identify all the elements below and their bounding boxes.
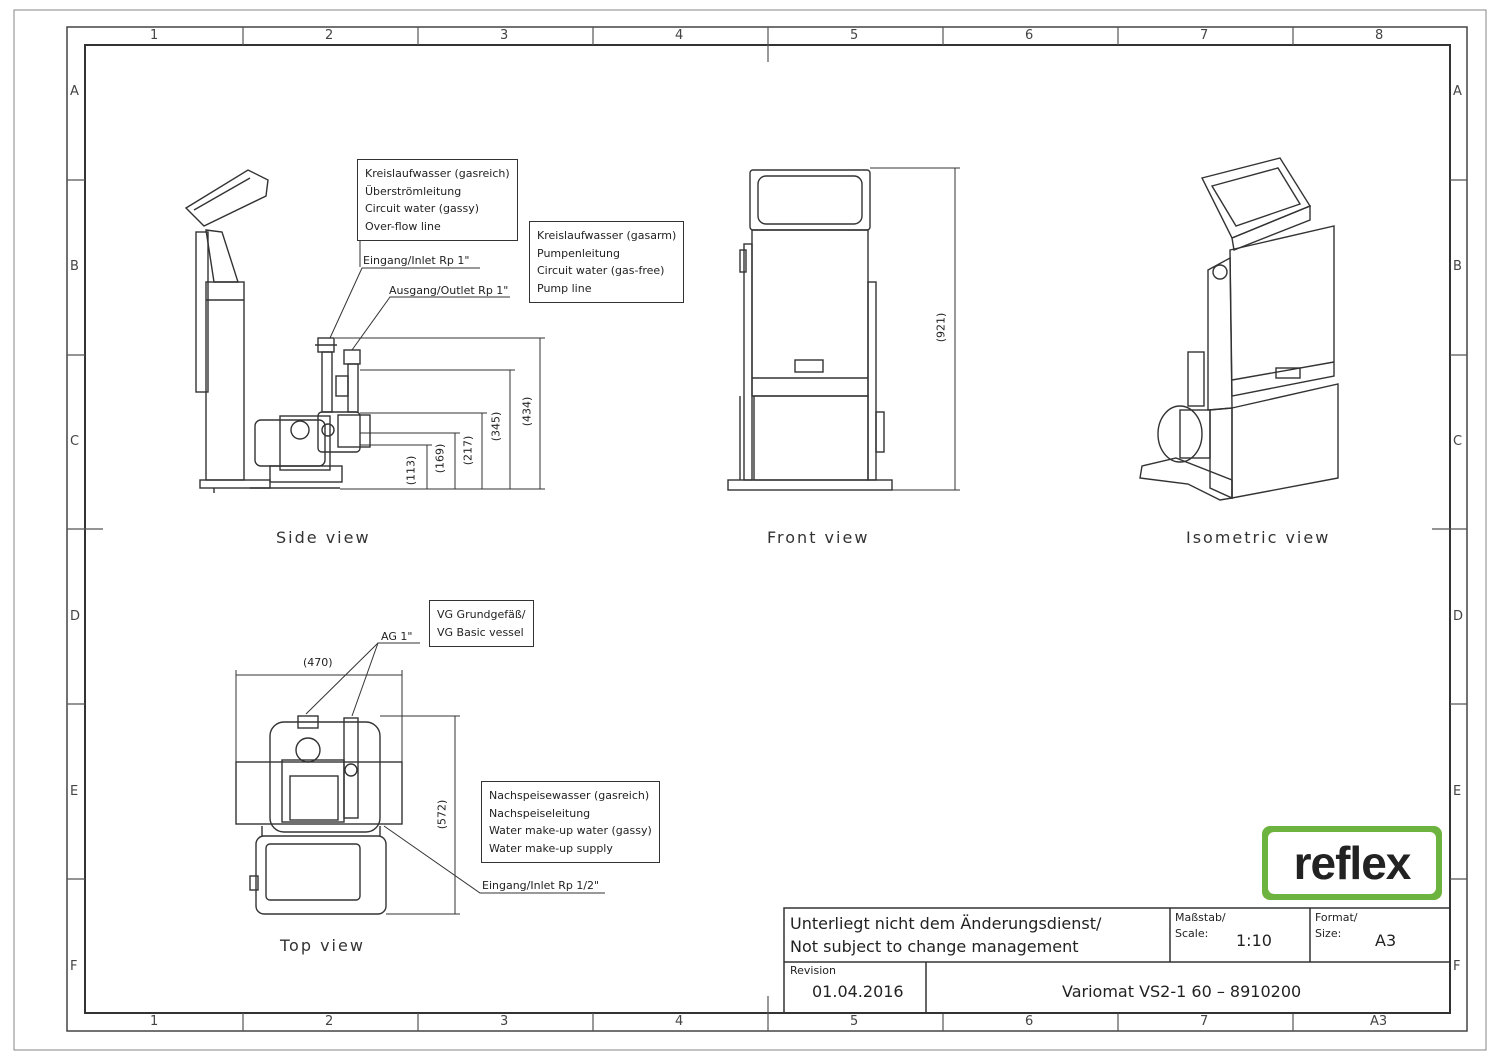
dimension-434: (434) xyxy=(520,396,534,427)
logo-badge: reflex xyxy=(1268,832,1436,894)
grid-col-bottom-5: 5 xyxy=(850,1014,859,1029)
format-value: A3 xyxy=(1375,931,1397,950)
note-gas-rich: Kreislaufwasser (gasreich) Überströmleit… xyxy=(357,159,518,241)
change-note-line1: Unterliegt nicht dem Änderungsdienst/ xyxy=(790,914,1102,933)
grid-col-bottom-6: 6 xyxy=(1025,1014,1034,1029)
grid-col-3: 3 xyxy=(500,28,509,43)
dimension-169: (169) xyxy=(433,443,447,474)
grid-col-1: 1 xyxy=(150,28,159,43)
logo-text: reflex xyxy=(1293,837,1412,889)
callout-outlet: Ausgang/Outlet Rp 1" xyxy=(389,284,509,297)
grid-col-bottom-4: 4 xyxy=(675,1014,684,1029)
grid-col-bottom-format: A3 xyxy=(1370,1014,1388,1029)
front-dimension-lines xyxy=(870,167,960,491)
grid-row-b-right: B xyxy=(1453,259,1462,274)
note-line: Circuit water (gassy) xyxy=(365,202,480,215)
note-line: Water make-up supply xyxy=(489,841,613,855)
grid-row-c-right: C xyxy=(1453,434,1463,449)
grid-row-a-right: A xyxy=(1453,84,1462,99)
dimension-217: (217) xyxy=(461,435,475,466)
scale-label-en: Scale: xyxy=(1175,927,1209,940)
grid-col-bottom-7: 7 xyxy=(1200,1014,1209,1029)
grid-row-d-left: D xyxy=(70,609,81,624)
note-line: Water make-up water (gassy) xyxy=(489,824,652,837)
grid-col-4: 4 xyxy=(675,28,684,43)
reflex-logo: reflex xyxy=(1262,826,1442,900)
dimension-113: (113) xyxy=(404,455,418,486)
note-line: Nachspeisewasser (gasreich) xyxy=(489,789,650,802)
isometric-view-title: Isometric view xyxy=(1186,528,1331,547)
grid-col-2: 2 xyxy=(325,28,334,43)
revision-label: Revision xyxy=(790,964,836,977)
isometric-view-drawing xyxy=(1139,157,1339,501)
scale-value: 1:10 xyxy=(1236,931,1272,950)
callout-ag: AG 1" xyxy=(381,630,413,643)
grid-col-bottom-1: 1 xyxy=(150,1014,159,1029)
grid-row-e-right: E xyxy=(1453,784,1462,799)
grid-row-f-left: F xyxy=(70,959,78,974)
grid-row-d-right: D xyxy=(1453,609,1464,624)
grid-row-b-left: B xyxy=(70,259,79,274)
title-block-lines xyxy=(783,907,1451,1014)
side-dimension-lines xyxy=(329,240,545,490)
note-line: Nachspeiseleitung xyxy=(489,806,591,820)
dimension-470: (470) xyxy=(303,656,333,669)
grid-col-7: 7 xyxy=(1200,28,1209,43)
side-view-title: Side view xyxy=(276,528,371,547)
note-line: VG Grundgefäß/ xyxy=(437,608,526,621)
grid-row-c-left: C xyxy=(70,434,80,449)
top-dimension-lines xyxy=(235,642,605,915)
note-line: Pump line xyxy=(537,281,592,295)
top-view-drawing xyxy=(235,715,403,915)
side-view-drawing xyxy=(184,169,371,493)
front-view-drawing xyxy=(727,169,893,491)
dimension-345: (345) xyxy=(489,411,503,442)
dimension-921: (921) xyxy=(934,312,948,343)
grid-row-e-left: E xyxy=(70,784,79,799)
note-line: Pumpenleitung xyxy=(537,246,620,260)
grid-col-6: 6 xyxy=(1025,28,1034,43)
grid-col-bottom-3: 3 xyxy=(500,1014,509,1029)
callout-inlet: Eingang/Inlet Rp 1" xyxy=(363,254,470,267)
change-note-line2: Not subject to change management xyxy=(790,937,1079,956)
grid-ticks xyxy=(67,27,1467,1031)
revision-date: 01.04.2016 xyxy=(812,982,904,1001)
note-line: Over-flow line xyxy=(365,219,441,233)
note-line: Circuit water (gas-free) xyxy=(537,264,665,277)
outer-frame xyxy=(13,9,1487,1051)
dimension-572: (572) xyxy=(435,799,449,830)
grid-col-8: 8 xyxy=(1375,28,1384,43)
top-view-title: Top view xyxy=(280,936,365,955)
note-basic-vessel: VG Grundgefäß/ VG Basic vessel xyxy=(429,600,534,647)
callout-inlet-half: Eingang/Inlet Rp 1/2" xyxy=(482,879,600,892)
grid-col-bottom-2: 2 xyxy=(325,1014,334,1029)
note-make-up: Nachspeisewasser (gasreich) Nachspeisele… xyxy=(481,781,660,863)
note-gas-poor: Kreislaufwasser (gasarm) Pumpenleitung C… xyxy=(529,221,685,303)
grid-col-5: 5 xyxy=(850,28,859,43)
scale-label-de: Maßstab/ xyxy=(1175,911,1226,924)
grid-row-f-right: F xyxy=(1453,959,1461,974)
format-label-de: Format/ xyxy=(1315,911,1358,924)
note-line: VG Basic vessel xyxy=(437,625,524,639)
note-line: Kreislaufwasser (gasreich) xyxy=(365,167,510,180)
product-designation: Variomat VS2-1 60 – 8910200 xyxy=(1062,982,1302,1001)
note-line: Überströmleitung xyxy=(365,184,462,198)
front-view-title: Front view xyxy=(767,528,870,547)
format-label-en: Size: xyxy=(1315,927,1342,940)
grid-row-a-left: A xyxy=(70,84,79,99)
note-line: Kreislaufwasser (gasarm) xyxy=(537,229,677,242)
